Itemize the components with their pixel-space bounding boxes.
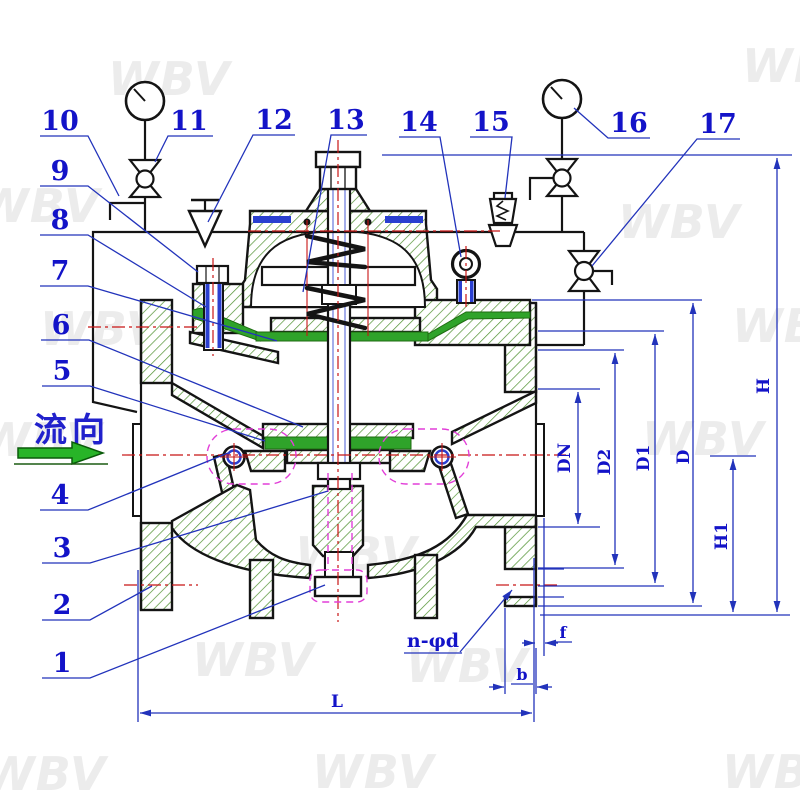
gauge-valve-left-icon <box>127 158 163 199</box>
dim-label-dn: DN <box>555 443 575 473</box>
flow-direction: 流向 <box>14 410 110 466</box>
disc-hub <box>316 461 362 481</box>
right-flange-bottom <box>503 595 538 608</box>
watermark-text: WBV <box>732 299 800 353</box>
needle-valve-icon <box>566 249 602 293</box>
valve-stem <box>326 164 352 491</box>
vent-funnel-icon <box>187 198 223 249</box>
right-leg <box>413 553 439 620</box>
watermark-text: WBV <box>722 745 800 799</box>
pilot-spring <box>304 233 368 331</box>
callout-label-9: 9 <box>51 156 70 187</box>
watermark-text: WBV <box>312 745 437 799</box>
callout-label-17: 17 <box>699 109 737 140</box>
dim-label-d1: D1 <box>634 445 654 472</box>
callout-label-7: 7 <box>51 256 70 287</box>
callout-label-13: 13 <box>327 105 365 136</box>
dimension-labels: DN D2 D1 D H1 H L b f n-φd <box>331 378 774 712</box>
callout-label-3: 3 <box>53 533 72 564</box>
callout-label-6: 6 <box>52 310 71 341</box>
watermark-text: WBV <box>192 633 317 687</box>
callout-label-11: 11 <box>170 106 208 137</box>
watermark-layer: WBV WBV WBV WBV WBV WBV WBV WBV WBV WBV … <box>0 39 800 800</box>
outlet-upper-wall <box>450 389 538 446</box>
dim-label-b: b <box>516 665 527 684</box>
callout-label-8: 8 <box>51 205 70 236</box>
right-raised-face <box>535 423 545 517</box>
flow-arrow-icon <box>17 440 106 466</box>
dimension-lines <box>137 154 792 722</box>
watermark-text: WBV <box>406 639 531 693</box>
callout-leaders <box>40 107 740 679</box>
dim-label-h: H <box>754 378 774 394</box>
flow-direction-label: 流向 <box>34 410 110 449</box>
callout-label-14: 14 <box>400 107 438 138</box>
watermark-text: WBV <box>0 179 103 233</box>
dim-label-f: f <box>560 623 568 642</box>
seat-ring-right <box>388 449 432 473</box>
dim-label-d: D <box>674 449 694 464</box>
bonnet-port-left <box>253 216 291 223</box>
left-leg <box>248 558 275 620</box>
watermark-text: WBV <box>642 412 767 466</box>
dim-label-h1: H1 <box>712 522 732 550</box>
dim-label-l: L <box>331 692 343 712</box>
right-valve-stub <box>528 176 554 200</box>
guide-bushing <box>324 551 354 578</box>
callout-label-16: 16 <box>610 108 648 139</box>
callout-label-12: 12 <box>255 105 293 136</box>
watermark-text: WBV <box>0 747 109 800</box>
callout-label-10: 10 <box>41 106 79 137</box>
left-flange-upper <box>139 298 174 385</box>
callout-label-4: 4 <box>51 480 70 511</box>
callout-label-2: 2 <box>53 590 72 621</box>
diaphragm-right-edge <box>427 311 531 342</box>
detail-outlines <box>206 428 470 603</box>
left-raised-face <box>132 423 142 517</box>
bonnet-port-right <box>385 216 423 223</box>
callout-label-15: 15 <box>472 107 510 138</box>
pressure-gauge-left-icon <box>124 80 166 122</box>
centerlines <box>88 140 566 622</box>
callout-label-1: 1 <box>53 648 72 679</box>
valve17-stub <box>593 269 614 285</box>
filter-icon <box>487 191 519 248</box>
left-flange-lower <box>139 521 174 612</box>
bolt-thread-right <box>217 284 222 348</box>
dim-label-d2: D2 <box>595 449 615 476</box>
watermark-text: WBV <box>742 39 800 93</box>
callout-labels: 1 2 3 4 5 6 7 8 9 10 11 12 13 14 15 16 1… <box>41 105 737 679</box>
watermark-text: WBV <box>618 195 743 249</box>
dim-label-bolt-pattern: n-φd <box>407 630 459 652</box>
bolt-thread-left <box>205 284 210 348</box>
inlet-upper-wall <box>170 380 265 451</box>
stem-guide-housing <box>311 484 365 558</box>
callout-label-5: 5 <box>53 356 72 387</box>
seat-ring-left <box>243 449 287 473</box>
pressure-gauge-right-icon <box>541 78 583 120</box>
gauge-valve-right-icon <box>544 157 580 198</box>
